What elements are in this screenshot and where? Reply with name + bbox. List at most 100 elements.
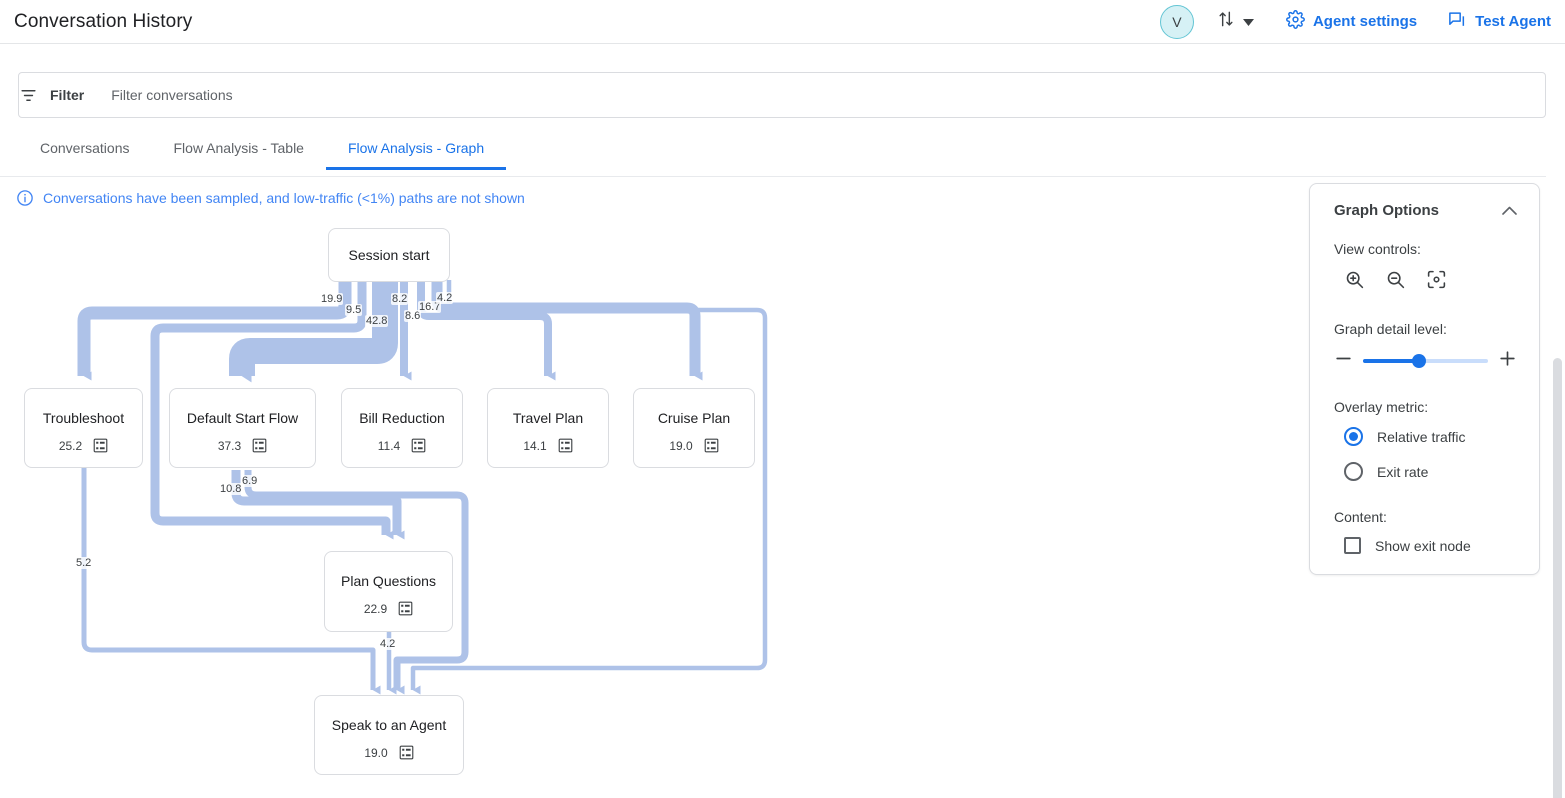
edge-label-speak-agent-start: 4.2 — [436, 292, 454, 304]
chat-bubbles-icon — [1447, 10, 1467, 33]
filter-icon — [19, 86, 38, 105]
node-meta: 14.1 — [523, 438, 573, 453]
agent-settings-label: Agent settings — [1312, 13, 1418, 30]
node-traffic-value: 22.9 — [363, 601, 388, 616]
chevron-down-icon — [1242, 13, 1254, 31]
edge-label-dsf-speak-agent: 6.9 — [241, 475, 259, 487]
tab-conversations[interactable]: Conversations — [40, 140, 130, 156]
tab-flow-analysis-graph[interactable]: Flow Analysis - Graph — [325, 134, 507, 170]
list-details-icon[interactable] — [93, 438, 108, 453]
radio-icon-unselected — [1344, 462, 1363, 481]
node-traffic-value: 11.4 — [377, 438, 401, 453]
graph-options-title: Graph Options — [1334, 202, 1439, 219]
radio-relative-traffic[interactable]: Relative traffic — [1334, 427, 1517, 446]
node-traffic-value: 37.3 — [217, 438, 242, 453]
list-details-icon[interactable] — [704, 438, 719, 453]
node-traffic-value: 19.0 — [364, 745, 388, 760]
slider-thumb[interactable] — [1412, 354, 1427, 368]
edge-label-default-start-flow: 42.8 — [365, 315, 389, 327]
graph-node-troubleshoot[interactable]: Troubleshoot 25.2 — [24, 388, 143, 468]
vertical-scrollbar-thumb[interactable] — [1553, 358, 1562, 798]
radio-icon-selected — [1344, 427, 1363, 446]
gear-icon — [1286, 10, 1305, 33]
graph-node-bill-reduction[interactable]: Bill Reduction 11.4 — [341, 388, 463, 468]
edge-label-pq-speak-agent: 4.2 — [379, 638, 397, 650]
zoom-out-icon[interactable] — [1385, 269, 1406, 295]
filter-input[interactable] — [109, 86, 1545, 104]
graph-node-session-start[interactable]: Session start — [328, 228, 450, 282]
edge-label-dsf-plan-questions: 10.8 — [219, 483, 243, 495]
info-icon — [16, 189, 34, 207]
checkbox-icon-unchecked — [1344, 537, 1361, 554]
edge-label-travel-plan: 8.6 — [404, 310, 422, 322]
radio-label: Relative traffic — [1377, 428, 1466, 445]
test-agent-label: Test Agent — [1475, 13, 1551, 30]
node-meta: 19.0 — [364, 745, 414, 760]
tab-flow-analysis-table[interactable]: Flow Analysis - Table — [173, 140, 304, 156]
node-title: Session start — [348, 247, 430, 263]
graph-node-travel-plan[interactable]: Travel Plan 14.1 — [487, 388, 609, 468]
node-title: Plan Questions — [341, 573, 436, 589]
node-meta: 22.9 — [364, 601, 413, 616]
graph-node-cruise-plan[interactable]: Cruise Plan 19.0 — [633, 388, 755, 468]
list-details-icon[interactable] — [411, 438, 426, 453]
graph-node-default-start-flow[interactable]: Default Start Flow 37.3 — [169, 388, 316, 468]
edge-label-troubleshoot: 19.9 — [320, 293, 344, 305]
node-title: Travel Plan — [512, 410, 584, 426]
chevron-up-icon[interactable] — [1502, 206, 1517, 215]
graph-node-speak-to-an-agent[interactable]: Speak to an Agent 19.0 — [314, 695, 464, 775]
view-controls-label: View controls: — [1334, 241, 1421, 257]
node-traffic-value: 14.1 — [523, 438, 547, 453]
overlay-metric-label: Overlay metric: — [1334, 399, 1429, 415]
edge-label-troubleshoot-speak: 5.2 — [75, 557, 93, 569]
avatar[interactable]: V — [1159, 4, 1194, 39]
view-controls-group — [1334, 269, 1517, 295]
edge-label-plan-questions-start: 9.5 — [345, 304, 363, 316]
agent-settings-button[interactable]: Agent settings — [1286, 10, 1417, 33]
zoom-in-icon[interactable] — [1344, 269, 1365, 295]
sort-control[interactable] — [1216, 9, 1254, 34]
node-meta: 19.0 — [669, 438, 719, 453]
node-traffic-value: 19.0 — [669, 438, 693, 453]
header-actions: V Agent — [1159, 4, 1565, 39]
graph-detail-slider[interactable] — [1363, 354, 1488, 368]
flow-graph-canvas[interactable]: Session start Troubleshoot 25.2 Default — [0, 180, 1546, 798]
graph-node-plan-questions[interactable]: Plan Questions 22.9 — [324, 551, 453, 632]
radio-exit-rate[interactable]: Exit rate — [1334, 462, 1517, 481]
center-focus-icon[interactable] — [1426, 269, 1447, 295]
slider-fill — [1363, 359, 1420, 363]
node-meta: 37.3 — [218, 438, 267, 453]
graph-options-header[interactable]: Graph Options — [1334, 202, 1517, 219]
checkbox-label: Show exit node — [1375, 537, 1471, 554]
sort-arrows-icon — [1216, 9, 1236, 34]
test-agent-button[interactable]: Test Agent — [1447, 10, 1551, 33]
filter-bar[interactable]: Filter — [18, 72, 1546, 118]
filter-label: Filter — [50, 87, 85, 103]
graph-detail-level-control — [1334, 349, 1517, 373]
node-meta: 11.4 — [378, 438, 426, 453]
list-details-icon[interactable] — [398, 601, 413, 616]
node-title: Troubleshoot — [42, 410, 125, 426]
vertical-scrollbar-track[interactable] — [1550, 176, 1565, 798]
list-details-icon[interactable] — [558, 438, 573, 453]
radio-label: Exit rate — [1377, 463, 1429, 480]
list-details-icon[interactable] — [399, 745, 414, 760]
edge-label-bill-reduction: 8.2 — [391, 293, 409, 305]
plus-icon[interactable] — [1498, 349, 1517, 373]
graph-options-panel: Graph Options View controls: — [1309, 183, 1540, 575]
node-meta: 25.2 — [59, 438, 108, 453]
sampling-info-text: Conversations have been sampled, and low… — [43, 190, 525, 206]
sampling-info-banner: Conversations have been sampled, and low… — [16, 189, 525, 207]
minus-icon[interactable] — [1334, 349, 1353, 373]
content-label: Content: — [1334, 509, 1387, 525]
node-title: Speak to an Agent — [331, 717, 447, 733]
checkbox-show-exit-node[interactable]: Show exit node — [1334, 537, 1517, 554]
node-title: Cruise Plan — [657, 410, 731, 426]
tab-bar: Conversations Flow Analysis - Table Flow… — [18, 134, 507, 176]
tab-bar-divider — [0, 176, 1546, 177]
list-details-icon[interactable] — [252, 438, 267, 453]
node-title: Bill Reduction — [359, 410, 445, 426]
node-traffic-value: 25.2 — [58, 438, 83, 453]
app-header: Conversation History V — [0, 0, 1565, 44]
